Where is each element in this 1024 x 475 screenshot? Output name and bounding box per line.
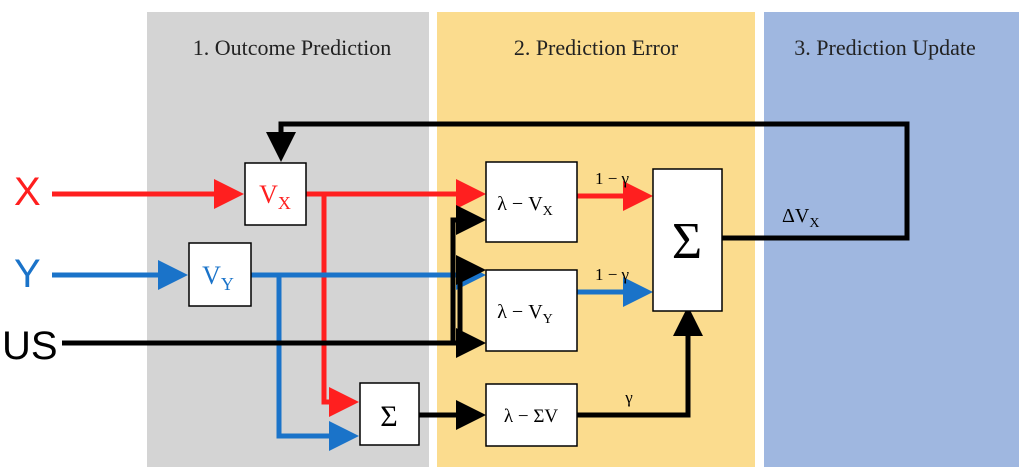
us-to-errx-branch [450, 205, 486, 343]
error-sum-block-label: λ − ΣV [504, 406, 558, 427]
vy-block [188, 242, 252, 307]
panel-prediction-error-title: 2. Prediction Error [514, 35, 679, 60]
vx-block [244, 162, 307, 226]
vx-block-label: VX [259, 180, 291, 213]
error-y-block-label: λ − VY [497, 301, 553, 327]
panel-outcome-prediction-title: 1. Outcome Prediction [193, 35, 392, 60]
error-x-block [485, 161, 578, 243]
feedback-loop-arrow [266, 121, 910, 241]
vx-to-sumv-arrow [321, 194, 359, 417]
error-y-block [485, 269, 578, 352]
us-to-erry-branch [456, 255, 486, 343]
weight-sum-label: γ [624, 388, 633, 407]
vy-to-sumv-arrow [276, 275, 359, 451]
sum-output-block-label: Σ [672, 213, 702, 270]
input-y-label: Y [14, 252, 41, 296]
sum-output-block [652, 168, 723, 312]
delta-vx-label: ΔVX [782, 205, 819, 231]
sum-v-block-label: Σ [380, 400, 397, 433]
error-sum-block [485, 383, 578, 447]
input-us-label: US [2, 324, 58, 368]
weight-y-label: 1 − γ [595, 265, 630, 284]
panel-prediction-update-title: 3. Prediction Update [794, 35, 975, 60]
errsum-to-sumout-arrow [577, 306, 703, 418]
sum-v-block [359, 382, 420, 446]
weight-x-label: 1 − γ [595, 169, 630, 188]
vy-block-label: VY [202, 261, 234, 294]
error-x-block-label: λ − VX [497, 193, 553, 219]
input-x-label: X [14, 170, 41, 214]
